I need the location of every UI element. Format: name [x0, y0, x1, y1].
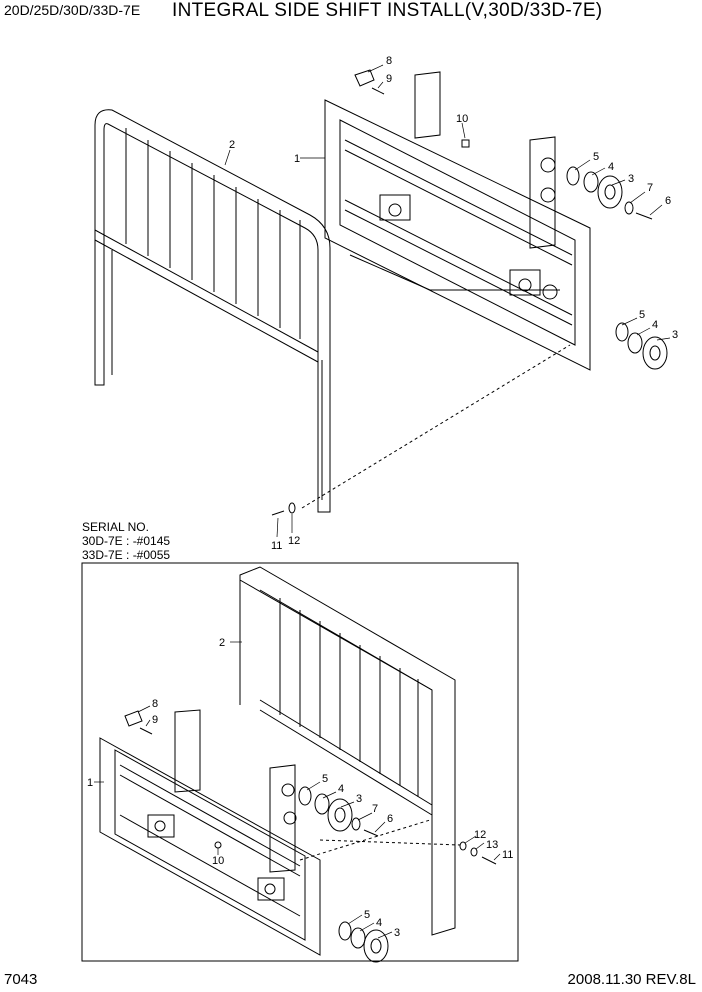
- load-backrest-top: [94, 109, 331, 513]
- callout-9-bottom: 9: [152, 714, 158, 726]
- backrest-bolt-bottom: [459, 841, 497, 865]
- callout-11-top: 11: [271, 540, 282, 552]
- callout-4a-bottom: 4: [338, 783, 344, 795]
- serial-label: SERIAL NO.: [82, 520, 149, 534]
- adjust-bolt-top: [354, 69, 470, 148]
- callout-3a-top: 3: [628, 173, 634, 185]
- callout-6-top: 6: [665, 195, 671, 207]
- callout-5a-top: 5: [593, 151, 599, 163]
- callout-6-bottom: 6: [387, 813, 393, 825]
- carriage-top: [324, 71, 591, 371]
- page-title: INTEGRAL SIDE SHIFT INSTALL(V,30D/33D-7E…: [172, 0, 603, 21]
- callout-5a-bottom: 5: [322, 773, 328, 785]
- adjust-bolt-bottom: [124, 710, 153, 735]
- callout-3b-bottom: 3: [394, 927, 400, 939]
- revision-date: 2008.11.30 REV.8L: [567, 971, 696, 988]
- serial-variant-frame: [81, 562, 519, 962]
- model-list: 20D/25D/30D/33D-7E: [4, 2, 141, 18]
- callout-5b-bottom: 5: [364, 909, 370, 921]
- callout-7-top: 7: [647, 182, 653, 194]
- serial-range-33d: 33D-7E : -#0055: [82, 548, 171, 562]
- callout-5b-top: 5: [639, 309, 645, 321]
- carriage-bottom: [99, 709, 321, 956]
- callout-11-bottom: 11: [502, 849, 513, 861]
- callout-4b-top: 4: [652, 319, 658, 331]
- roller-set-top-upper: [566, 166, 653, 220]
- callout-3b-top: 3: [672, 329, 678, 341]
- callout-8-top: 8: [386, 55, 392, 67]
- callout-9-top: 9: [386, 73, 392, 85]
- callout-8-bottom: 8: [152, 698, 158, 710]
- callout-2-top: 2: [229, 139, 235, 151]
- page-number: 7043: [4, 971, 38, 988]
- roller-set-bottom-upper: [298, 786, 379, 837]
- callout-4b-bottom: 4: [376, 917, 382, 929]
- serial-range-30d: 30D-7E : -#0145: [82, 534, 171, 548]
- callout-12-top: 12: [288, 535, 300, 547]
- callout-13-bottom: 13: [486, 839, 498, 851]
- callout-10-top: 10: [456, 113, 468, 125]
- load-backrest-bottom: [239, 566, 456, 936]
- roller-set-bottom-lower: [338, 921, 389, 963]
- callout-7-bottom: 7: [372, 803, 378, 815]
- roller-set-top-lower: [615, 322, 668, 370]
- callout-4a-top: 4: [608, 161, 614, 173]
- callout-10-bottom: 10: [212, 855, 224, 867]
- callout-1-bottom: 1: [87, 777, 93, 789]
- backrest-bolt-top: [271, 502, 296, 516]
- callout-1-top: 1: [294, 153, 300, 165]
- callout-12-bottom: 12: [474, 829, 486, 841]
- serial-number-note: SERIAL NO. 30D-7E : -#0145 33D-7E : -#00…: [82, 520, 170, 562]
- callout-2-bottom: 2: [219, 637, 225, 649]
- callout-3a-bottom: 3: [356, 793, 362, 805]
